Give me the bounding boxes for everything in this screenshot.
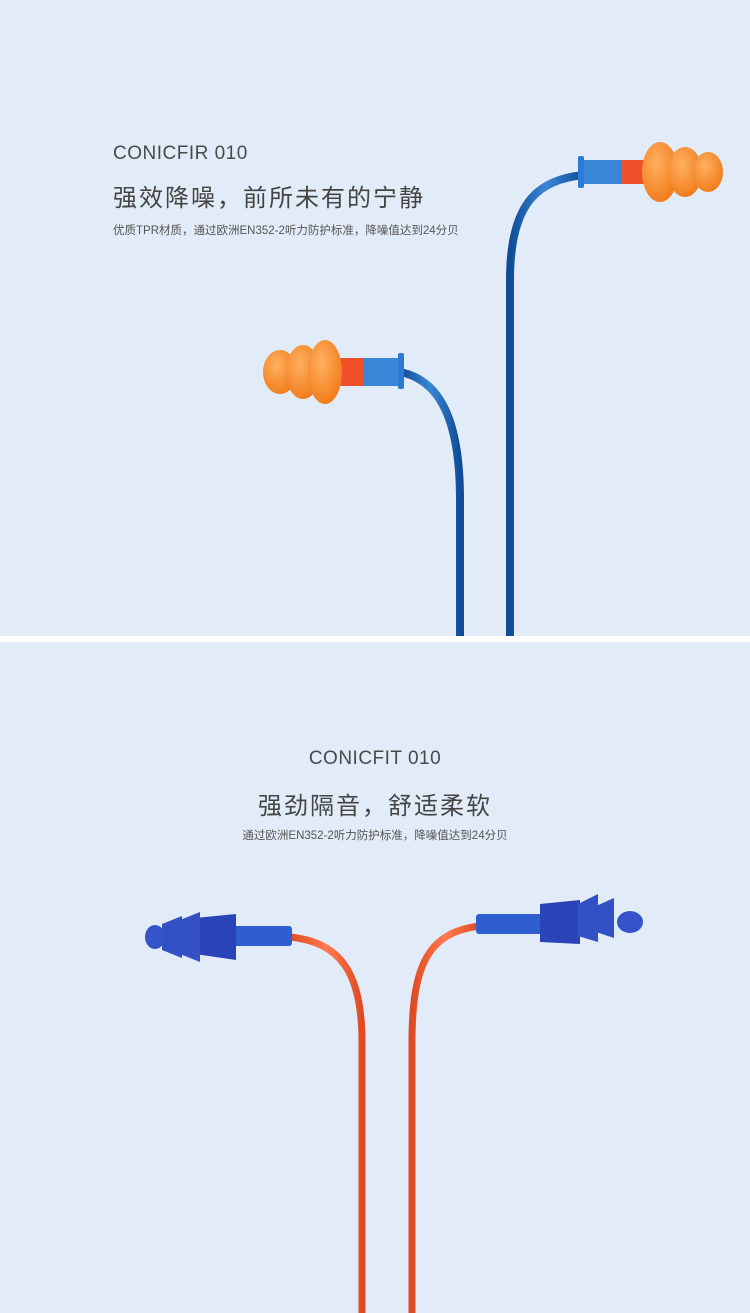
description: 优质TPR材质，通过欧洲EN352-2听力防护标准，降噪值达到24分贝 — [113, 225, 459, 237]
model-name: CONICFIT 010 — [308, 748, 442, 769]
conicfit-earplugs-image — [145, 894, 643, 1313]
model-name: CONICFIR 010 — [113, 143, 248, 164]
headline: 强效降噪，前所未有的宁静 — [113, 185, 425, 212]
conicfir-earplugs-image — [263, 142, 723, 636]
product-section-conicfir: CONICFIR 010 强效降噪，前所未有的宁静 优质TPR材质，通过欧洲EN… — [0, 0, 750, 636]
description: 通过欧洲EN352-2听力防护标准，降噪值达到24分贝 — [242, 830, 508, 842]
headline: 强劲隔音，舒适柔软 — [258, 793, 492, 820]
orange-tip — [642, 142, 678, 202]
product-section-conicfit: CONICFIT 010 强劲隔音，舒适柔软 通过欧洲EN352-2听力防护标准… — [0, 642, 750, 1313]
cord — [506, 171, 584, 636]
